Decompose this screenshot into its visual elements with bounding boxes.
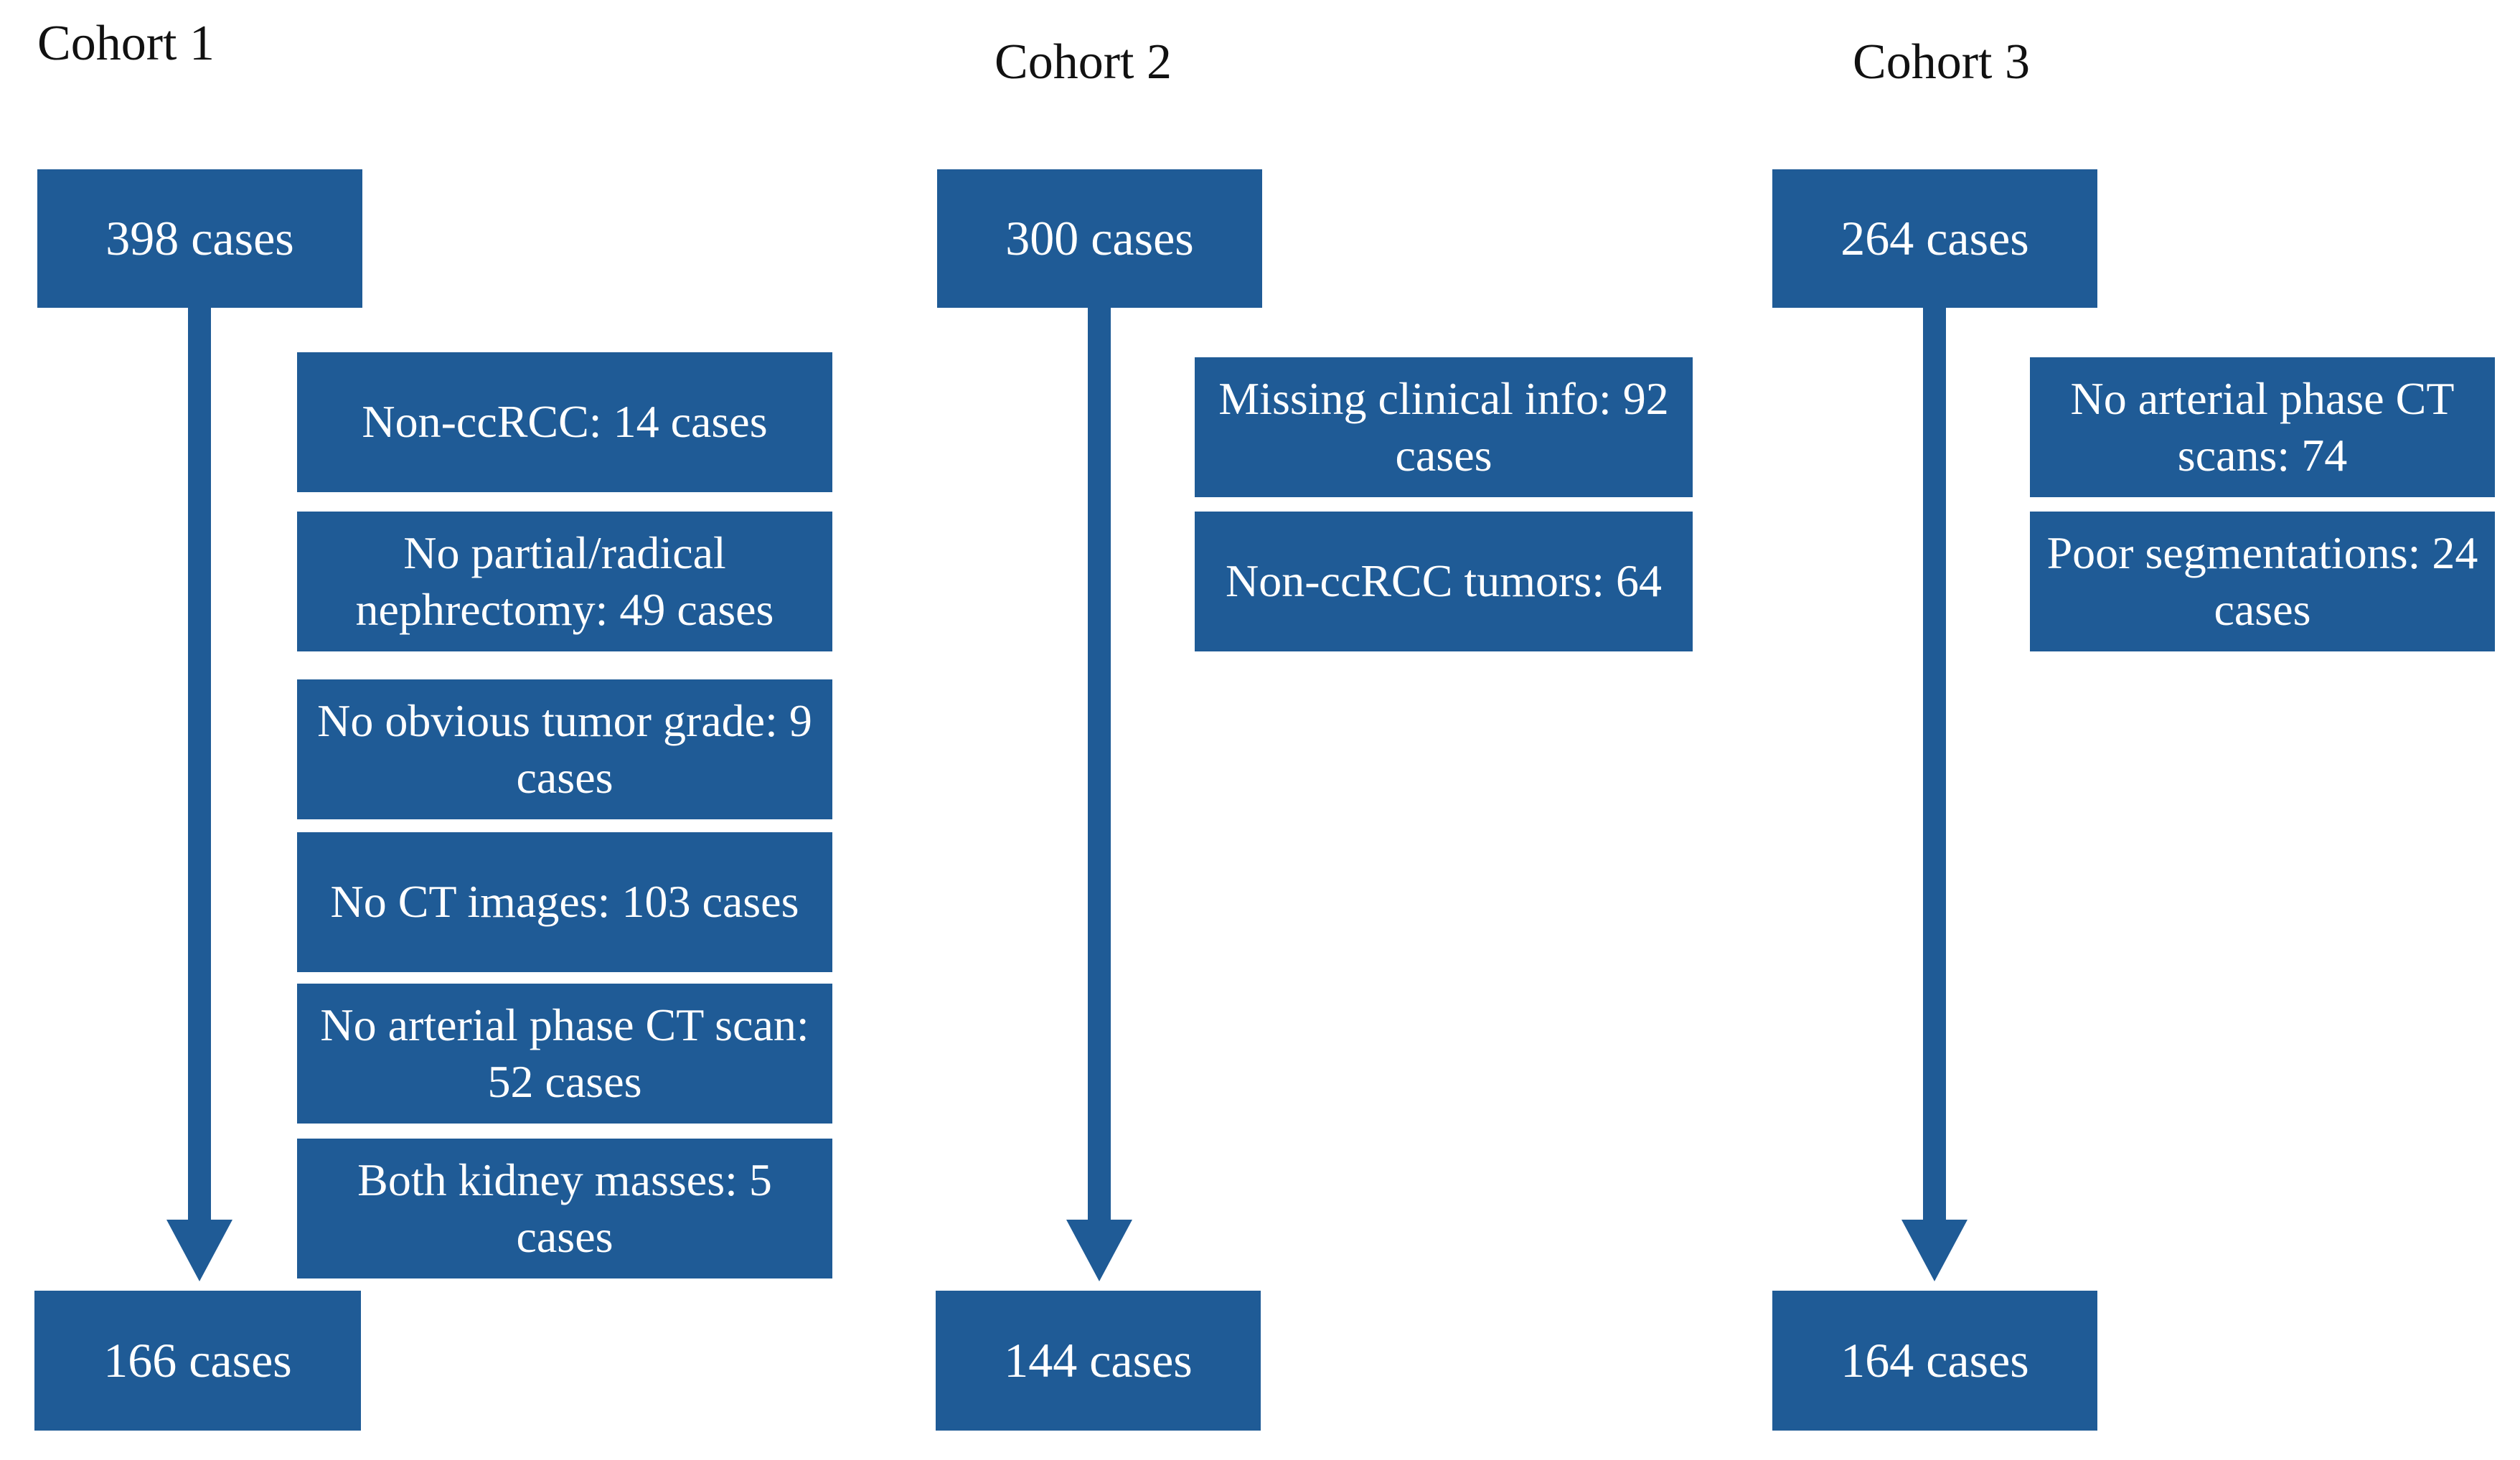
cohort-2-arrow-shaft	[1088, 308, 1111, 1223]
cohort-2-exclusion-1-label: Missing clinical info: 92 cases	[1218, 373, 1669, 481]
cohort-3-exclusion-1: No arterial phase CT scans: 74	[2030, 357, 2495, 497]
cohort-2-exclusion-2-label: Non-ccRCC tumors: 64	[1226, 555, 1662, 607]
cohort-1-arrow-head	[166, 1220, 232, 1281]
cohort-1-exclusion-4: No CT images: 103 cases	[297, 832, 832, 972]
cohort-2-end-label: 144 cases	[1004, 1333, 1193, 1388]
cohort-3-end-label: 164 cases	[1840, 1333, 2029, 1388]
cohort-3-arrow-head	[1901, 1220, 1967, 1281]
cohort-3-start-box: 264 cases	[1772, 169, 2097, 308]
cohort-3-arrow-shaft	[1923, 308, 1946, 1223]
cohort-1-exclusion-4-label: No CT images: 103 cases	[330, 876, 799, 928]
cohort-3-start-label: 264 cases	[1840, 211, 2029, 266]
cohort-3-exclusion-1-label: No arterial phase CT scans: 74	[2070, 373, 2455, 481]
cohort-1-exclusion-5-label: No arterial phase CT scan: 52 cases	[320, 999, 809, 1107]
cohort-1-exclusion-6-label: Both kidney masses: 5 cases	[357, 1154, 772, 1262]
cohort-3-exclusion-2-label: Poor segmentations: 24 cases	[2046, 527, 2478, 635]
cohort-3-title: Cohort 3	[1853, 34, 2030, 90]
cohort-2-start-box: 300 cases	[937, 169, 1262, 308]
cohort-2-exclusion-2: Non-ccRCC tumors: 64	[1195, 512, 1693, 651]
cohort-1-exclusion-6: Both kidney masses: 5 cases	[297, 1139, 832, 1278]
cohort-2-exclusion-1: Missing clinical info: 92 cases	[1195, 357, 1693, 497]
cohort-1-start-label: 398 cases	[105, 211, 294, 266]
cohort-1-exclusion-1: Non-ccRCC: 14 cases	[297, 352, 832, 492]
cohort-1-exclusion-3: No obvious tumor grade: 9 cases	[297, 679, 832, 819]
cohort-2-end-box: 144 cases	[936, 1291, 1261, 1431]
cohort-1-exclusion-2: No partial/radical nephrectomy: 49 cases	[297, 512, 832, 651]
cohort-3-exclusion-2: Poor segmentations: 24 cases	[2030, 512, 2495, 651]
cohort-1-end-box: 166 cases	[34, 1291, 361, 1431]
cohort-1-arrow-shaft	[188, 308, 211, 1223]
cohort-1-title: Cohort 1	[37, 16, 215, 71]
cohort-2-start-label: 300 cases	[1005, 211, 1194, 266]
cohort-1-exclusion-1-label: Non-ccRCC: 14 cases	[362, 396, 768, 448]
cohort-2-title: Cohort 2	[995, 34, 1172, 90]
cohort-1-end-label: 166 cases	[103, 1333, 292, 1388]
cohort-1-exclusion-2-label: No partial/radical nephrectomy: 49 cases	[355, 527, 774, 635]
cohort-1-exclusion-3-label: No obvious tumor grade: 9 cases	[317, 695, 812, 803]
cohort-3-end-box: 164 cases	[1772, 1291, 2097, 1431]
cohort-1-exclusion-5: No arterial phase CT scan: 52 cases	[297, 984, 832, 1124]
cohort-1-start-box: 398 cases	[37, 169, 362, 308]
cohort-2-arrow-head	[1066, 1220, 1132, 1281]
